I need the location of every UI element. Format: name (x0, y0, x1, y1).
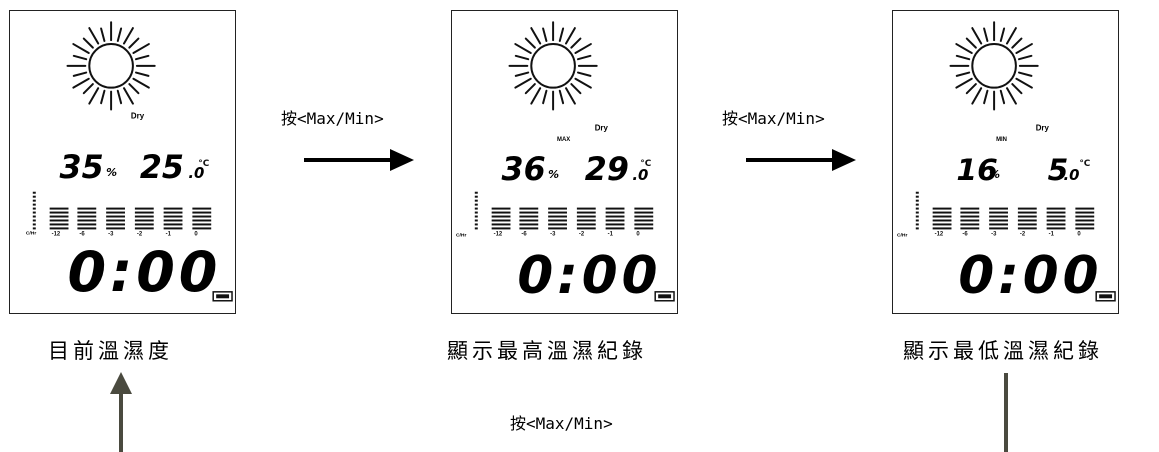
humidity-value: 35 (60, 150, 104, 186)
caption-max: 顯示最高溫濕紀錄 (447, 339, 647, 363)
battery-icon (1095, 291, 1116, 302)
temperature-value: 25 (140, 150, 184, 186)
svg-text:-6: -6 (521, 231, 527, 237)
clock-display: 0:00 (517, 246, 661, 306)
svg-text:-12: -12 (52, 231, 61, 237)
lcd-panel-current: Dry 35 % 25 .0 °C C/Hr -12 -6 -3 -2 -1 0 0:00 (9, 10, 236, 314)
battery-icon (212, 291, 233, 302)
humidity-unit: % (106, 166, 117, 179)
history-hour-labels: -12 -6 -3 -2 -1 0 (935, 231, 1082, 237)
arrow-label-bottom: 按<Max/Min> (510, 414, 613, 433)
temperature-decimal: .0 (1063, 166, 1079, 184)
history-axis-label: C/Hr (897, 232, 908, 238)
svg-text:-1: -1 (166, 231, 172, 237)
lcd-display: Dry MIN 16 % 5 .0 °C C/Hr -12 -6 -3 -2 -1 0 0… (897, 21, 1116, 306)
humidity-unit: % (548, 168, 559, 181)
battery-icon (654, 291, 675, 302)
history-bar-graph (915, 191, 1095, 230)
temperature-value: 5 (1048, 153, 1069, 188)
humidity-unit: % (989, 168, 1000, 181)
svg-text:0: 0 (1077, 231, 1081, 237)
history-axis-label: C/Hr (456, 232, 467, 238)
svg-text:-12: -12 (935, 231, 944, 237)
svg-text:0: 0 (194, 231, 198, 237)
history-axis-label: C/Hr (26, 230, 37, 236)
svg-text:-1: -1 (1049, 231, 1055, 237)
sun-icon (66, 21, 156, 111)
celsius-icon: °C (640, 159, 651, 169)
temperature-decimal: .0 (188, 164, 204, 182)
lcd-display: Dry 35 % 25 .0 °C C/Hr -12 -6 -3 -2 -1 0 0:00 (26, 21, 233, 305)
svg-text:-2: -2 (137, 231, 143, 237)
svg-text:-2: -2 (579, 231, 585, 237)
svg-text:-6: -6 (79, 231, 85, 237)
svg-text:-3: -3 (550, 231, 556, 237)
svg-text:-1: -1 (608, 231, 614, 237)
svg-text:-2: -2 (1020, 231, 1026, 237)
mode-label: MIN (996, 137, 1007, 143)
humidity-value: 36 (502, 152, 546, 188)
right-arrow-2 (746, 149, 856, 171)
history-bar-graph (32, 191, 212, 230)
humidity-value: 16 (956, 153, 997, 188)
temperature-decimal: .0 (632, 166, 648, 184)
temperature-value: 29 (585, 152, 629, 188)
caption-current: 目前溫濕度 (48, 339, 173, 363)
svg-text:-3: -3 (991, 231, 997, 237)
clock-display: 0:00 (958, 246, 1102, 306)
celsius-icon: °C (198, 159, 209, 169)
dry-label: Dry (131, 111, 145, 120)
up-arrow (110, 372, 132, 452)
clock-display: 0:00 (67, 240, 221, 305)
celsius-icon: °C (1079, 159, 1090, 169)
right-arrow-1 (304, 149, 414, 171)
history-hour-labels: -12 -6 -3 -2 -1 0 (494, 231, 641, 237)
sun-icon (508, 21, 598, 111)
svg-text:°C: °C (640, 159, 651, 169)
history-bar-graph (474, 191, 654, 230)
svg-text:°C: °C (1079, 159, 1090, 169)
arrow-label-2: 按<Max/Min> (722, 109, 825, 128)
mode-label: MAX (557, 137, 570, 143)
dry-label: Dry (1036, 123, 1050, 132)
history-hour-labels: -12 -6 -3 -2 -1 0 (52, 231, 199, 237)
svg-text:-12: -12 (494, 231, 503, 237)
caption-min: 顯示最低溫濕紀錄 (903, 339, 1103, 363)
svg-text:°C: °C (198, 159, 209, 169)
svg-text:-6: -6 (962, 231, 968, 237)
arrow-label-1: 按<Max/Min> (281, 109, 384, 128)
sun-icon (949, 21, 1039, 111)
lcd-panel-min: Dry MIN 16 % 5 .0 °C C/Hr -12 -6 -3 -2 -1 0 0… (892, 10, 1119, 314)
svg-text:-3: -3 (108, 231, 114, 237)
svg-text:0: 0 (636, 231, 640, 237)
dry-label: Dry (595, 123, 609, 132)
